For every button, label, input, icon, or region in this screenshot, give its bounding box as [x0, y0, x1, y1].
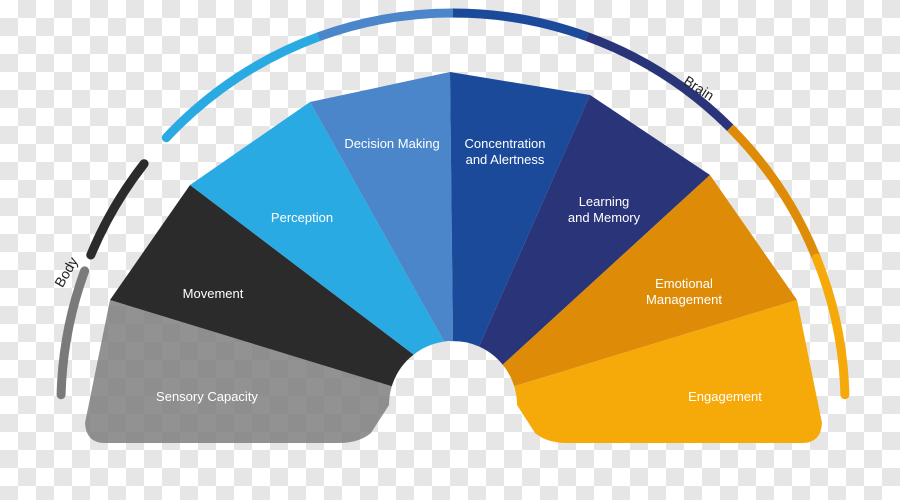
outer-arcs — [56, 8, 850, 400]
segment-emotional-management — [502, 175, 797, 387]
segment-movement — [110, 185, 414, 387]
segment-perception — [190, 102, 445, 355]
outer-arc-body-grey — [56, 266, 90, 400]
segment-learning-memory — [479, 95, 710, 365]
segment-decision-making — [310, 72, 453, 342]
outer-arc-body-black — [86, 159, 149, 260]
segment-concentration — [450, 72, 590, 347]
outer-arc-perception — [161, 32, 324, 143]
segment-label-perception: Perception — [270, 210, 334, 225]
segment-label-sensory-capacity: Sensory Capacity — [156, 389, 258, 404]
segments — [85, 72, 822, 443]
segment-label-decision-making: Decision Making — [344, 136, 440, 151]
segment-sensory-capacity — [85, 300, 392, 443]
outer-arc-concentration — [452, 8, 589, 41]
segment-label-learning-memory: Learning and Memory — [567, 194, 641, 225]
outer-arc-emotional — [727, 124, 821, 260]
segment-label-movement: Movement — [182, 286, 244, 301]
segment-label-concentration: Concentration and Alertness — [464, 136, 546, 167]
segment-label-emotional-management: Emotional Management — [646, 276, 722, 307]
segment-label-engagement: Engagement — [688, 389, 762, 404]
outer-arc-decision — [317, 8, 454, 41]
outer-arc-engagement — [812, 253, 850, 400]
segment-engagement — [514, 300, 822, 443]
outer-arc-learning — [585, 32, 734, 131]
